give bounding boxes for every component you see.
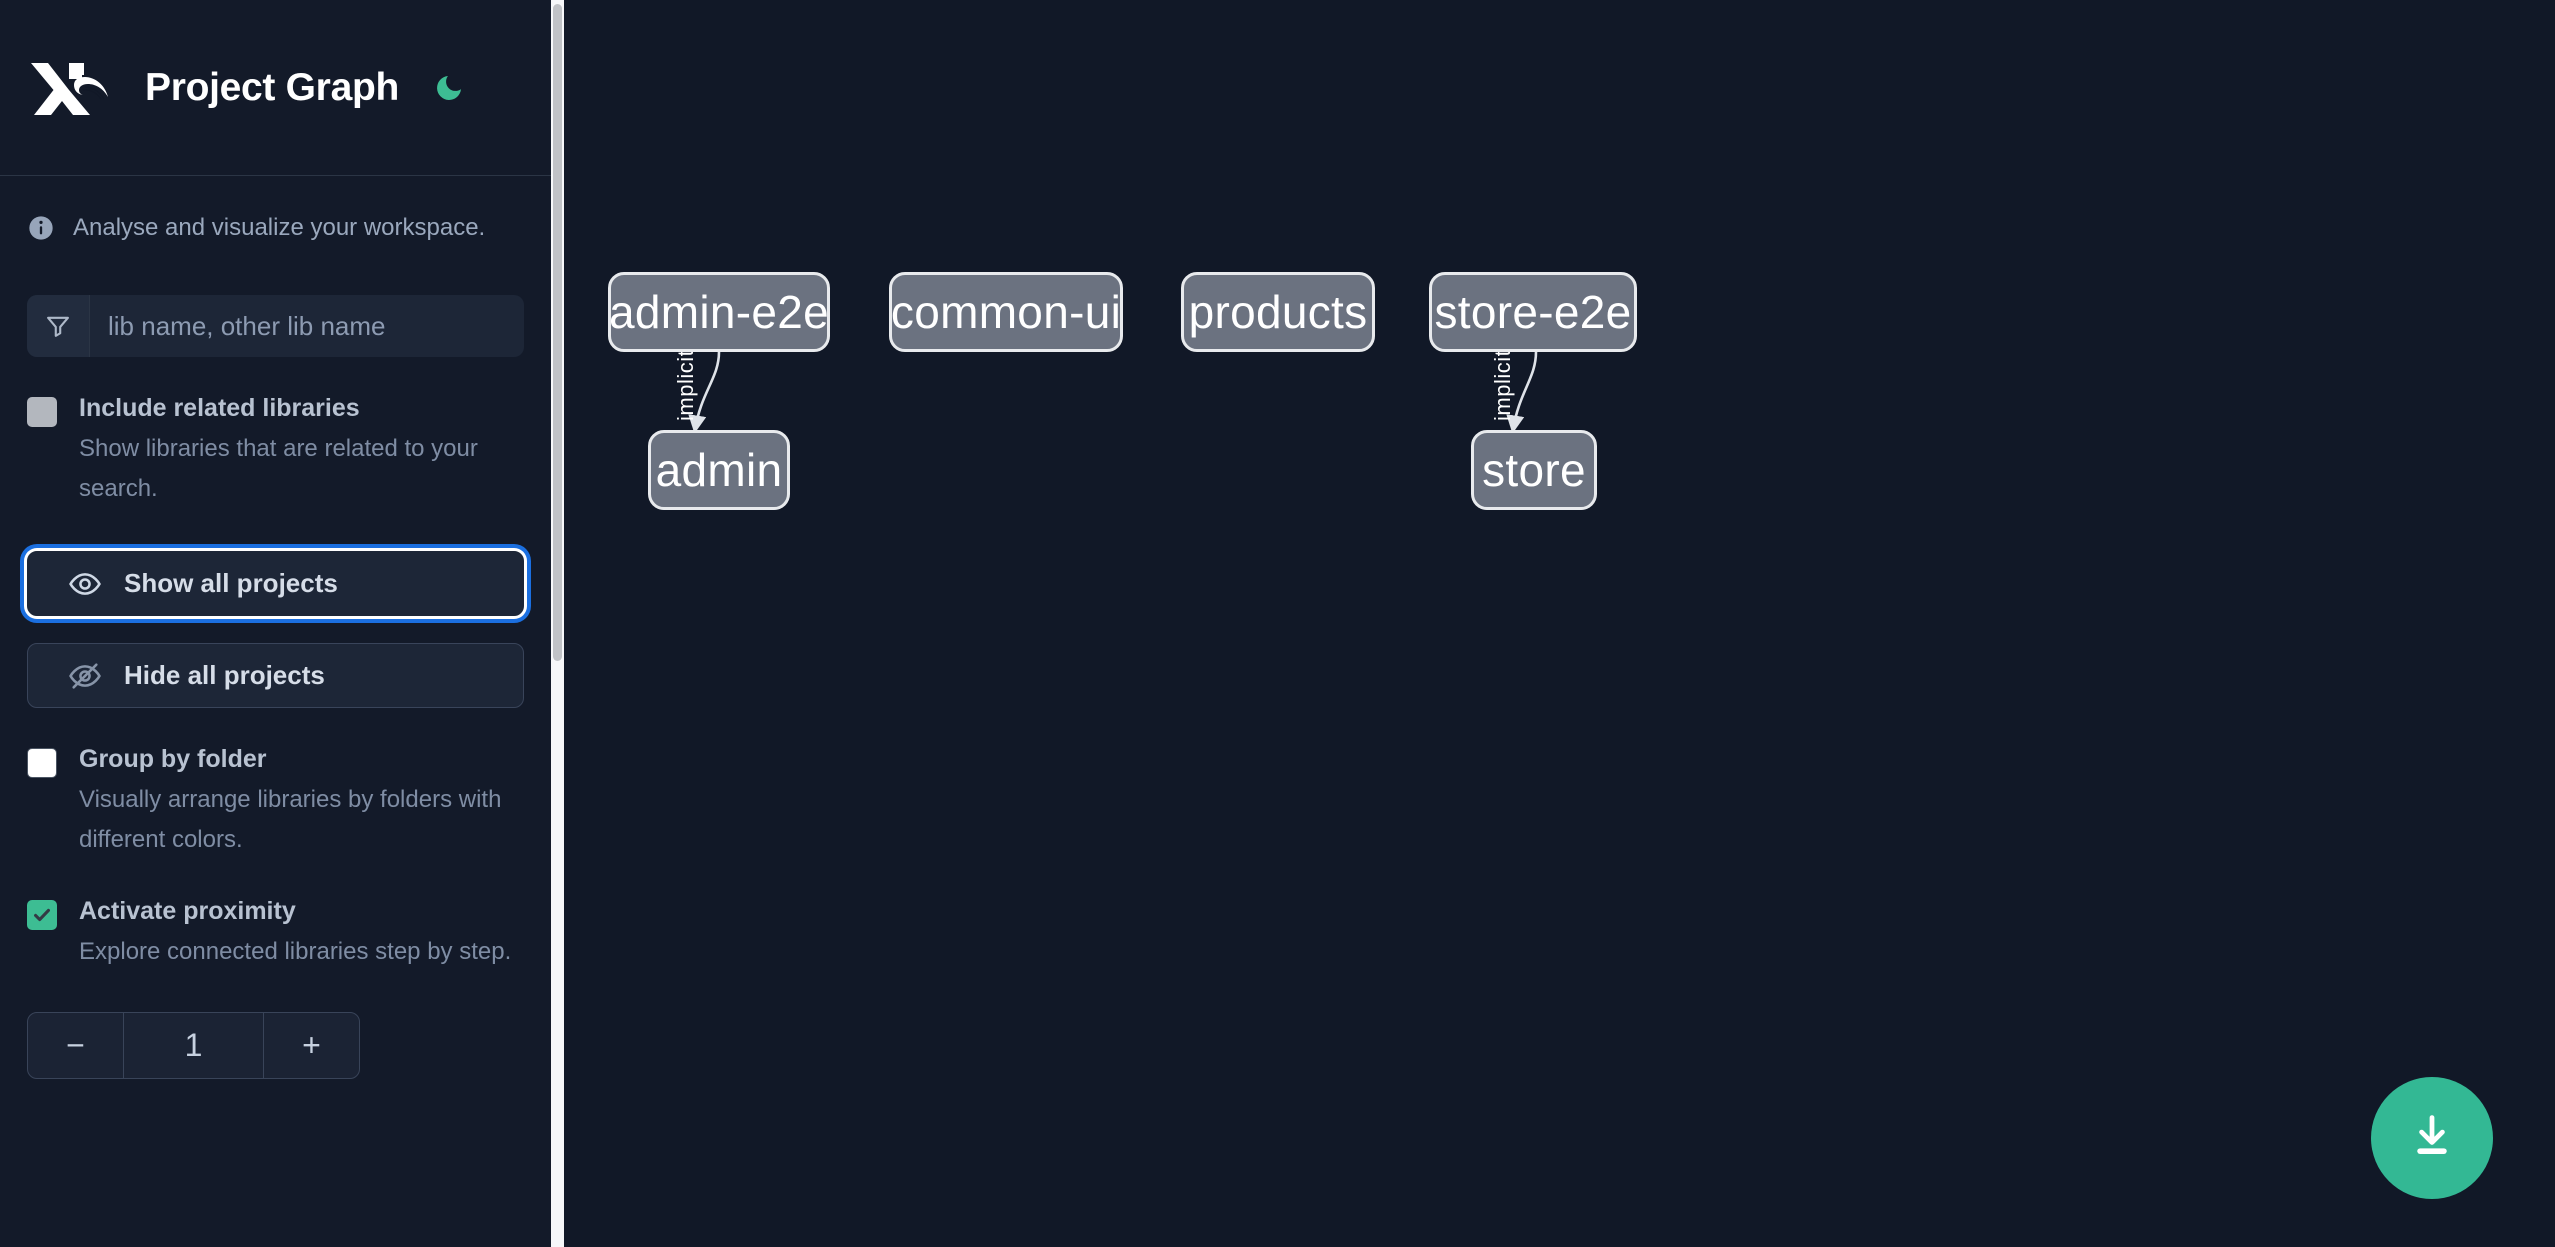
checkbox-include-related-libraries[interactable] xyxy=(27,397,57,427)
eye-off-icon xyxy=(68,659,102,693)
funnel-icon xyxy=(27,295,90,357)
graph-node-admin-e2e[interactable]: admin-e2e xyxy=(608,272,830,352)
edge-store-e2e-store xyxy=(1506,351,1538,434)
graph-node-label: store-e2e xyxy=(1434,286,1632,338)
sidebar-header: Project Graph xyxy=(0,0,551,176)
stepper-value: 1 xyxy=(184,1027,203,1063)
checkbox-activate-proximity[interactable] xyxy=(27,900,57,930)
download-graph-button[interactable] xyxy=(2371,1077,2493,1199)
graph-node-admin[interactable]: admin xyxy=(648,430,790,510)
page-title: Project Graph xyxy=(145,65,399,109)
graph-node-label: admin-e2e xyxy=(608,286,830,338)
info-icon xyxy=(27,214,55,242)
download-icon xyxy=(2406,1110,2458,1167)
graph-node-common-ui[interactable]: common-ui xyxy=(889,272,1123,352)
graph-canvas[interactable]: implicit implicit admin-e2e common-ui pr… xyxy=(551,0,2555,1247)
graph-node-store[interactable]: store xyxy=(1471,430,1597,510)
show-all-projects-button[interactable]: Show all projects xyxy=(27,551,524,616)
option-description: Show libraries that are related to your … xyxy=(79,435,478,502)
edge-label-implicit-admin: implicit xyxy=(673,349,698,421)
filter-field[interactable] xyxy=(27,295,524,357)
option-activate-proximity[interactable]: Activate proximity Explore connected lib… xyxy=(0,896,551,972)
option-label: Group by folder xyxy=(79,745,267,773)
proximity-stepper-block: − 1 + xyxy=(0,1012,551,1079)
tagline-text: Analyse and visualize your workspace. xyxy=(73,214,486,241)
project-visibility-buttons: Show all projects Hide all projects xyxy=(0,551,551,708)
graph-node-label: products xyxy=(1188,286,1368,338)
graph-node-products[interactable]: products xyxy=(1181,272,1375,352)
show-all-projects-label: Show all projects xyxy=(124,568,338,598)
edge-label-implicit-store: implicit xyxy=(1490,349,1515,421)
moon-icon[interactable] xyxy=(429,68,469,108)
search-input[interactable] xyxy=(90,295,524,357)
option-group-by-folder[interactable]: Group by folder Visually arrange librari… xyxy=(0,744,551,860)
graph-node-label: admin xyxy=(655,444,783,496)
option-include-related-libraries[interactable]: Include related libraries Show libraries… xyxy=(0,393,551,509)
graph-node-label: common-ui xyxy=(890,286,1122,338)
graph-edges xyxy=(688,351,1538,434)
workspace-tagline: Analyse and visualize your workspace. xyxy=(0,176,551,242)
hide-all-projects-label: Hide all projects xyxy=(124,660,325,690)
sidebar-scrollbar-thumb[interactable] xyxy=(553,4,562,661)
option-label: Activate proximity xyxy=(79,897,296,925)
hide-all-projects-button[interactable]: Hide all projects xyxy=(27,643,524,708)
graph-node-store-e2e[interactable]: store-e2e xyxy=(1429,272,1637,352)
option-description: Explore connected libraries step by step… xyxy=(79,938,512,965)
graph-node-label: store xyxy=(1482,444,1586,496)
option-label: Include related libraries xyxy=(79,394,360,422)
sidebar: Project Graph Analyse and visualize your… xyxy=(0,0,551,1247)
checkbox-group-by-folder[interactable] xyxy=(27,748,57,778)
nx-logo xyxy=(27,57,115,119)
stepper-increment-button[interactable]: + xyxy=(263,1013,359,1078)
option-description: Visually arrange libraries by folders wi… xyxy=(79,786,502,853)
eye-icon xyxy=(68,567,102,601)
quantity-stepper: − 1 + xyxy=(27,1012,360,1079)
stepper-decrement-button[interactable]: − xyxy=(28,1013,124,1078)
